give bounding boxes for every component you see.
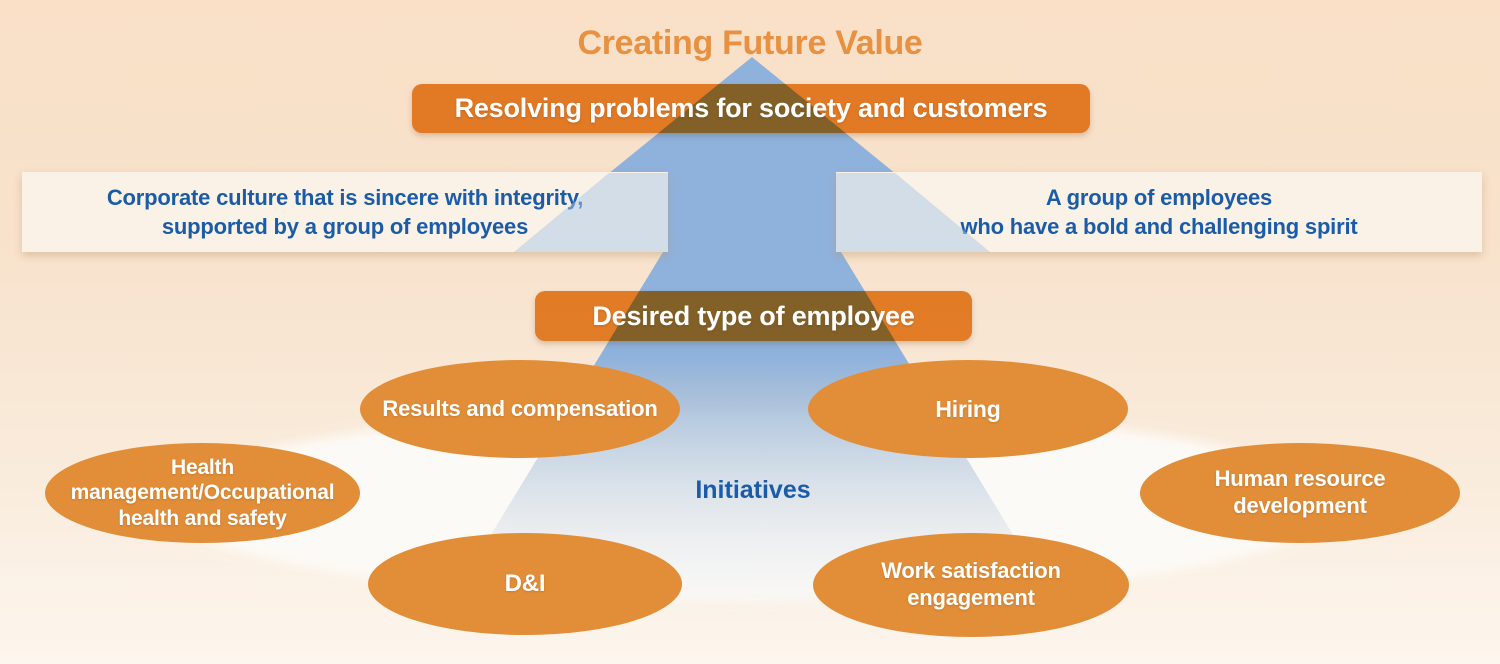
page-title: Creating Future Value <box>577 24 923 62</box>
culture-bar-left-line1: Corporate culture that is sincere with i… <box>106 185 584 210</box>
initiative-human-resource-development: Human resource development <box>1140 443 1460 543</box>
initiative-results-and-compensation: Results and compensation <box>360 360 680 458</box>
initiative-hiring: Hiring <box>808 360 1128 458</box>
culture-bar-right-line2: who have a bold and challenging spirit <box>960 214 1358 239</box>
initiative-diversity-inclusion: D&I <box>368 533 682 635</box>
banner-background <box>412 84 1090 133</box>
culture-bar-left-line2: supported by a group of employees <box>161 214 529 239</box>
initiative-label-line2: management/Occupational <box>70 481 335 505</box>
culture-bar-right: A group of employees who have a bold and… <box>836 172 1482 252</box>
banner-background <box>535 291 972 341</box>
initiative-label-line2: development <box>1233 493 1367 518</box>
initiative-health-management: Health management/Occupational health an… <box>45 443 360 543</box>
banner-label: Resolving problems for society and custo… <box>454 93 1048 123</box>
initiatives-caption: Initiatives <box>695 476 811 504</box>
banner-desired-type-of-employee: Desired type of employee <box>535 291 972 341</box>
initiative-label: D&I <box>504 570 546 598</box>
initiative-label: Health management/Occupational health an… <box>71 455 335 532</box>
initiative-label-line1: Human resource <box>1214 466 1386 492</box>
culture-bar-right-text: A group of employees who have a bold and… <box>960 183 1357 241</box>
banner-resolving-problems: Resolving problems for society and custo… <box>412 84 1090 133</box>
banner-label: Desired type of employee <box>592 300 915 331</box>
initiative-label-line2: engagement <box>907 585 1035 610</box>
initiative-label-line3: health and safety <box>118 506 287 530</box>
culture-bar-left: Corporate culture that is sincere with i… <box>22 172 668 252</box>
initiative-label-line1: Health <box>171 455 234 479</box>
initiative-label: Results and compensation <box>382 395 658 421</box>
culture-bar-left-text: Corporate culture that is sincere with i… <box>106 183 584 241</box>
initiative-label: Work satisfaction engagement <box>881 558 1061 612</box>
initiative-work-satisfaction-engagement: Work satisfaction engagement <box>813 533 1129 637</box>
culture-bar-right-line1: A group of employees <box>1045 185 1273 210</box>
initiative-label: Hiring <box>935 395 1001 422</box>
initiative-label-line1: Work satisfaction <box>881 558 1061 584</box>
initiative-label: Human resource development <box>1215 466 1386 520</box>
